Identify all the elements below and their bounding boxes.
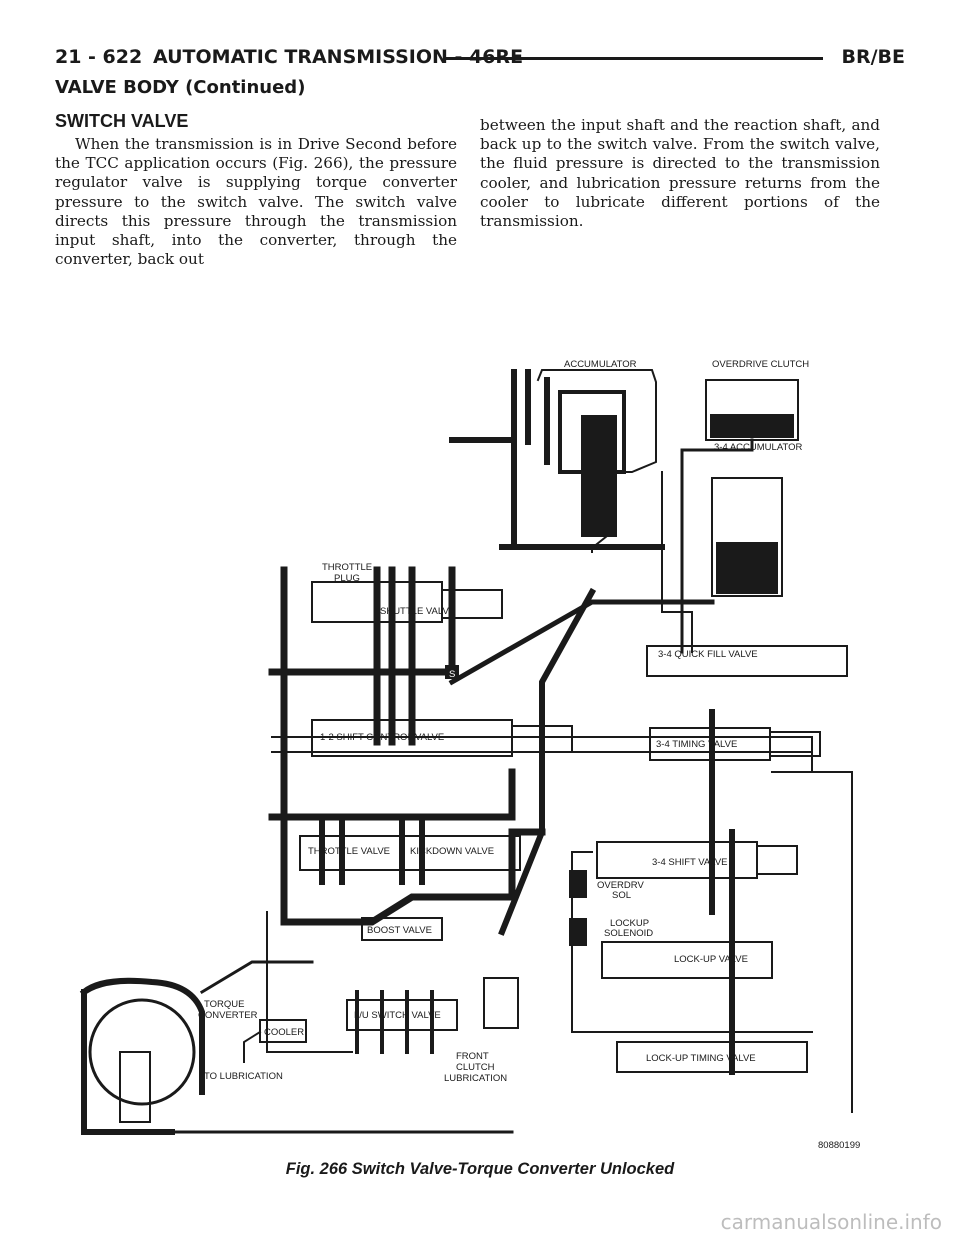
overdrive-solenoid [569, 870, 587, 898]
label-accumulator: ACCUMULATOR [564, 359, 637, 370]
label-timing-34-valve: 3-4 TIMING VALVE [656, 739, 737, 750]
label-shift-34-valve: 3-4 SHIFT VALVE [652, 857, 728, 868]
page-number: 21 - 622 [55, 46, 143, 68]
label-overdrive-sol-line2: SOL [612, 890, 631, 901]
lockup-timing-valve-body [616, 1041, 808, 1073]
figure-caption: Fig. 266 Switch Valve-Torque Converter U… [285, 1160, 675, 1178]
continued-title: VALVE BODY (Continued) [55, 77, 306, 98]
lockup-valve-body [601, 941, 773, 979]
watermark: carmanualsonline.info [720, 1210, 942, 1234]
label-cooler: COOLER [264, 1027, 304, 1038]
label-shuttle-valve: SHUTTLE VALVE [380, 606, 455, 617]
lockup-solenoid [569, 918, 587, 946]
label-throttle-valve: THROTTLE VALVE [308, 846, 390, 857]
label-boost-valve: BOOST VALVE [367, 925, 432, 936]
label-figure-id: 80880199 [818, 1140, 860, 1151]
label-lu-switch-valve: L/U SWITCH VALVE [354, 1010, 441, 1021]
label-marker-s: S [449, 669, 455, 680]
label-kickdown-valve: KICKDOWN VALVE [410, 846, 494, 857]
label-accumulator-34: 3-4 ACCUMULATOR [714, 442, 802, 453]
hydraulic-schematic-figure: ACCUMULATOR OVERDRIVE CLUTCH 3-4 ACCUMUL… [72, 352, 872, 1152]
label-lockup-valve: LOCK-UP VALVE [674, 954, 748, 965]
label-front-clutch-line3: LUBRICATION [444, 1073, 507, 1084]
label-lockup-timing-valve: LOCK-UP TIMING VALVE [646, 1053, 756, 1064]
torque-converter-body [88, 998, 196, 1106]
label-throttle-plug-line1: THROTTLE [322, 562, 372, 573]
label-throttle-plug-line2: PLUG [334, 573, 360, 584]
label-shift-control-12: 1-2 SHIFT CONTROL VALVE [320, 732, 444, 743]
model-code: BR/BE [841, 46, 905, 68]
label-quick-fill-valve: 3-4 QUICK FILL VALVE [658, 649, 758, 660]
label-torque-converter-line1: TORQUE [204, 999, 244, 1010]
label-lockup-sol-line2: SOLENOID [604, 928, 653, 939]
throttle-kickdown-body [299, 835, 521, 871]
label-front-clutch-line2: CLUTCH [456, 1062, 495, 1073]
lu-switch-valve-body [346, 999, 458, 1031]
label-overdrive-clutch: OVERDRIVE CLUTCH [712, 359, 809, 370]
page-header: 21 - 622 AUTOMATIC TRANSMISSION - 46RE B… [55, 44, 905, 74]
label-to-lubrication: TO LUBRICATION [204, 1071, 283, 1082]
label-torque-converter-line2: CONVERTER [198, 1010, 258, 1021]
schematic-drawing: ACCUMULATOR OVERDRIVE CLUTCH 3-4 ACCUMUL… [79, 359, 860, 1151]
section-heading: SWITCH VALVE [55, 111, 189, 131]
quick-fill-valve-body [646, 645, 848, 677]
boost-valve-body [361, 917, 443, 941]
accumulator-34-body [711, 477, 783, 597]
body-text-right: between the input shaft and the reaction… [480, 116, 880, 231]
label-overdrive-sol-line1: OVERDRV [597, 880, 644, 891]
label-lockup-sol-line1: LOCKUP [610, 918, 649, 929]
section-title: AUTOMATIC TRANSMISSION - 46RE [153, 46, 524, 68]
label-front-clutch-line1: FRONT [456, 1051, 489, 1062]
body-text-left: When the transmission is in Drive Second… [55, 135, 457, 269]
header-rule [443, 57, 823, 60]
